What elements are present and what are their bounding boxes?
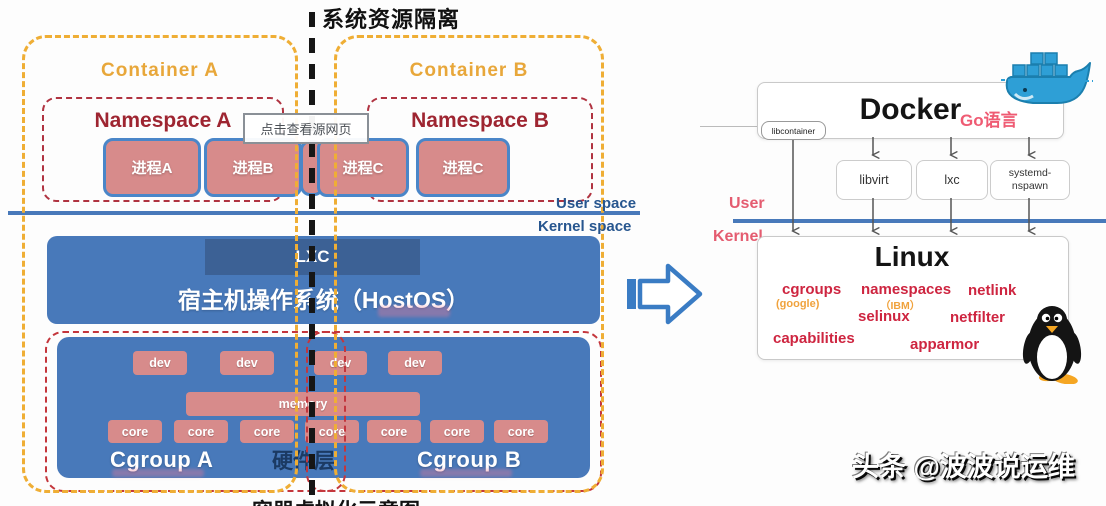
smudge-mark [112, 469, 204, 477]
container-a-box: Container A [22, 35, 298, 493]
lxc-runtime-box: lxc [916, 160, 988, 200]
core-chip: core [494, 420, 548, 443]
cgroup-a-label: Cgroup A [110, 447, 214, 472]
user-kernel-divider-line-left [8, 211, 640, 215]
kernel-space-label: Kernel space [538, 218, 632, 235]
feature-capabilities: capabilities [773, 330, 855, 347]
core-chip: core [240, 420, 294, 443]
connector-line [700, 126, 760, 127]
libcontainer-chip: libcontainer [761, 121, 826, 140]
container-b-label: Container B [409, 60, 529, 81]
user-space-label: User space [556, 195, 637, 212]
right-arrow-icon [624, 252, 708, 336]
docker-label: Docker [859, 93, 962, 126]
hostos-label: 宿主机操作系统（HostOS） [177, 287, 470, 313]
user-kernel-divider-line-right [733, 219, 1106, 223]
view-source-tooltip[interactable]: 点击查看源网页 [243, 113, 369, 144]
feature-namespaces: namespaces [861, 281, 952, 298]
feature-netlink: netlink [968, 282, 1017, 299]
feature-netfilter: netfilter [950, 309, 1006, 326]
flow-arrows [690, 95, 1106, 245]
namespace-a-label: Namespace A [94, 109, 232, 132]
feature-apparmor: apparmor [910, 336, 980, 353]
dev-chip: dev [314, 351, 367, 375]
process-a-box: 进程A [103, 138, 201, 197]
hardware-layer-label: 硬件层 [272, 450, 335, 473]
cgroup-b-label: Cgroup B [417, 447, 522, 472]
feature-selinux: selinux [858, 308, 910, 325]
kernel-label: Kernel [713, 228, 763, 245]
dev-chip: dev [220, 351, 274, 375]
smudge-mark [378, 306, 450, 317]
go-language-label: Go语言 [960, 111, 1018, 130]
dev-chip: dev [133, 351, 187, 375]
namespace-b-label: Namespace B [411, 109, 549, 132]
diagram-title: 系统资源隔离 [322, 7, 461, 32]
user-label: User [729, 195, 765, 212]
smudge-mark [420, 469, 512, 477]
feature-namespaces-attribution: （IBM） [880, 300, 921, 312]
process-c2-box: 进程C [416, 138, 510, 197]
container-b-box: Container B [334, 35, 604, 493]
core-chip: core [174, 420, 228, 443]
systemd-nspawn-box: systemd-nspawn [990, 160, 1070, 200]
dev-chip: dev [388, 351, 442, 375]
docker-whale-icon [1001, 50, 1093, 110]
feature-cgroups: cgroups [782, 281, 842, 298]
tux-penguin-icon [1021, 300, 1083, 385]
bottom-caption-partial: 容器虚拟化示意图 [252, 495, 482, 506]
memory-chip: memory [186, 392, 420, 416]
linux-label: Linux [874, 241, 950, 272]
isolation-dashed-line [309, 12, 315, 500]
watermark-text: 头条 @波波说运维 [852, 452, 1075, 482]
core-chip: core [430, 420, 484, 443]
container-a-label: Container A [101, 60, 219, 81]
linux-box [757, 236, 1069, 360]
libvirt-box: libvirt [836, 160, 912, 200]
feature-cgroups-attribution: (google) [776, 298, 820, 310]
core-chip: core [367, 420, 421, 443]
core-chip: core [108, 420, 162, 443]
